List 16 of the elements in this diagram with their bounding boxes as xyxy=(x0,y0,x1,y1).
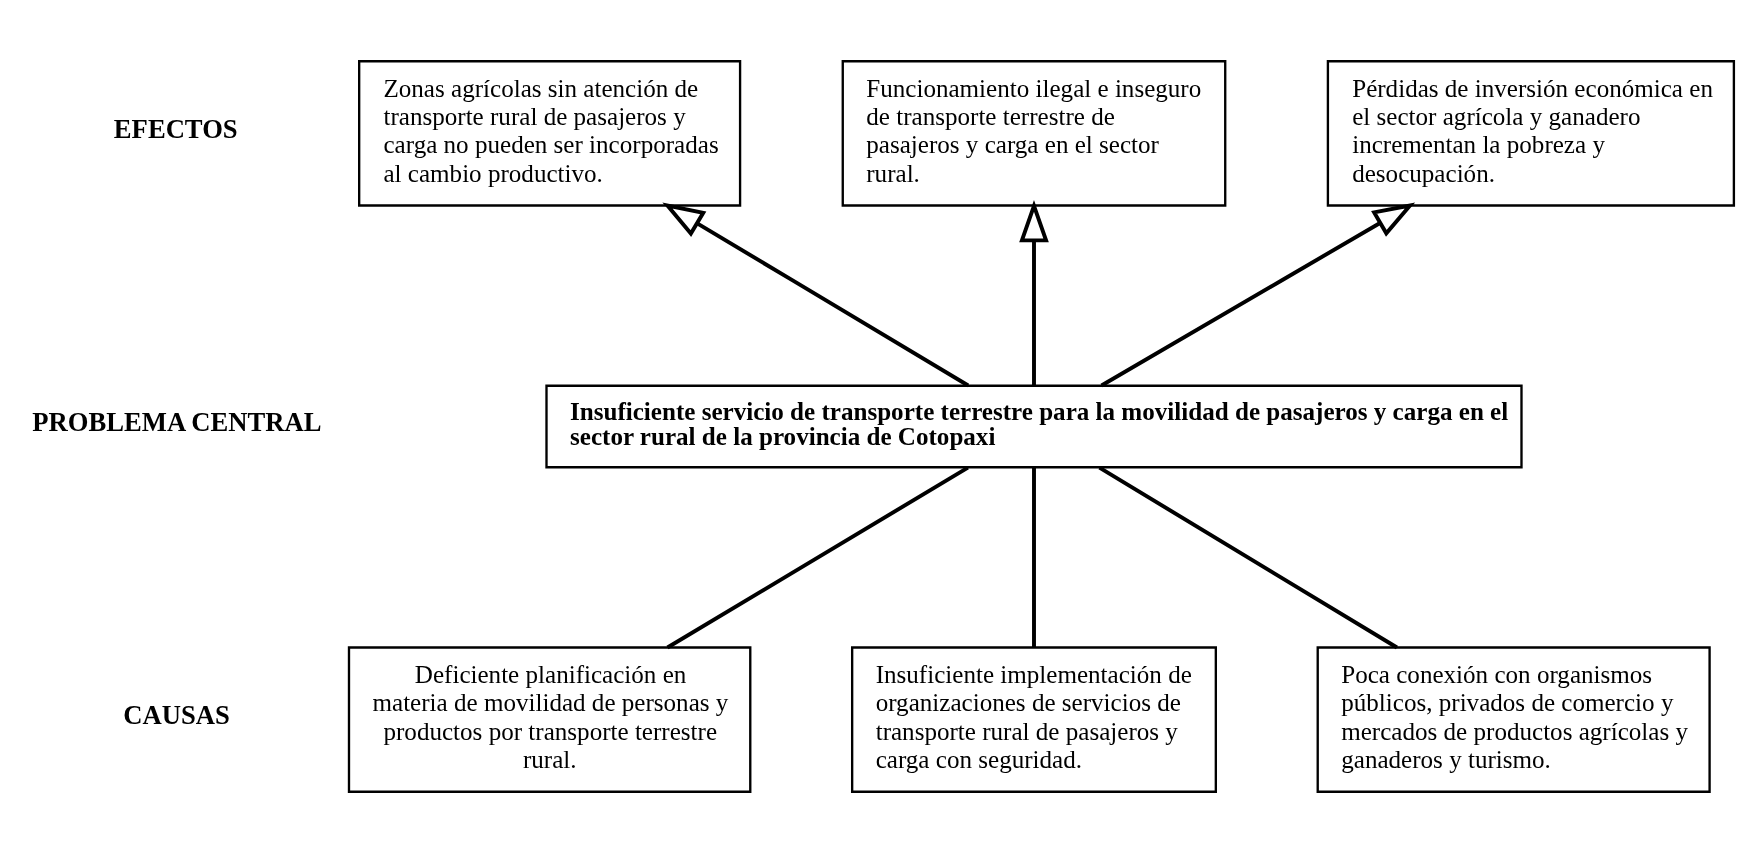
arrow xyxy=(1019,199,1049,386)
connector xyxy=(666,465,969,650)
node-box: Poca conexión con organismos públicos, privados de comercio y mercados de productos agrícolas y ganaderos y turismo. xyxy=(1316,646,1711,793)
label: PROBLEMA CENTRAL xyxy=(32,407,322,438)
node-box: Funcionamiento ilegal e inseguro de transporte terrestre de pasajeros y carga en el sector rural. xyxy=(841,60,1227,207)
arrow xyxy=(662,202,970,388)
label: CAUSAS xyxy=(123,700,230,731)
connector xyxy=(1098,465,1398,650)
arrow xyxy=(1100,202,1416,388)
node-box: Insuficiente servicio de transporte terrestre para la movilidad de pasajeros y carga en el sector rural de la provincia de Cotopaxi xyxy=(545,384,1523,469)
node-box: Pérdidas de inversión económica en el sector agrícola y ganadero incrementan la pobreza y desocupación. xyxy=(1326,60,1736,207)
node-box: Deficiente planificación en materia de movilidad de personas y productos por transporte terrestre rural. xyxy=(347,646,752,793)
node-box: Zonas agrícolas sin atención de transporte rural de pasajeros y carga no pueden ser incorporadas al cambio productivo. xyxy=(358,60,742,207)
node-box: Insuficiente implementación de organizaciones de servicios de transporte rural de pasajeros y carga con seguridad. xyxy=(851,646,1217,793)
connector xyxy=(1032,467,1036,648)
label: EFECTOS xyxy=(113,114,238,145)
